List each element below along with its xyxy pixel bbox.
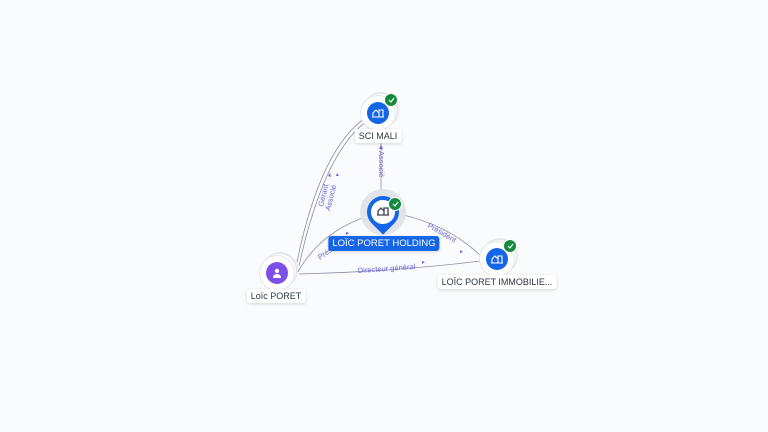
verified-check-icon	[503, 239, 517, 253]
edge-label: Directeur général	[358, 262, 416, 275]
edge-holding-immo	[398, 213, 484, 259]
edge-person-holding	[297, 215, 369, 273]
node-label[interactable]: SCI MALI	[354, 129, 402, 143]
node-label[interactable]: Loïc PORET	[246, 289, 306, 303]
node-immobilier[interactable]	[480, 239, 517, 276]
person-icon	[266, 262, 288, 284]
verified-check-icon	[384, 93, 398, 107]
building-icon	[367, 102, 389, 124]
edge-person-immo	[298, 260, 482, 275]
verified-check-icon	[388, 197, 402, 211]
edge-person-sci	[296, 117, 366, 263]
building-icon	[377, 203, 389, 221]
edge-label: Associé	[377, 151, 386, 177]
building-icon	[486, 248, 508, 270]
node-label[interactable]: LOÏC PORET IMMOBILIE...	[437, 275, 557, 289]
node-person[interactable]	[260, 256, 294, 290]
node-label-selected[interactable]: LOÏC PORET HOLDING	[328, 236, 440, 251]
node-sci-mali[interactable]	[361, 93, 398, 130]
